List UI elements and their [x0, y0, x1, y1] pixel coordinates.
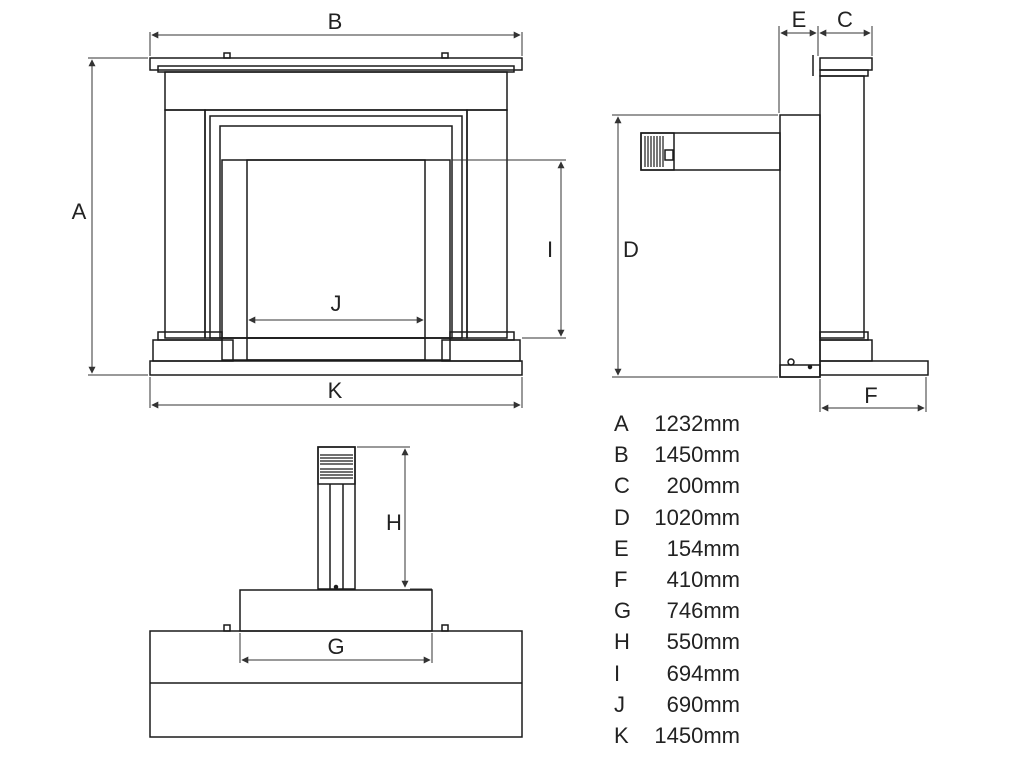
left-pillar	[164, 109, 206, 339]
legend-letter: H	[614, 629, 630, 655]
side-firebox	[779, 114, 821, 378]
side-firebox-knob	[787, 358, 795, 366]
legend-letter: I	[614, 660, 621, 686]
legend-row-b: B 1450mm	[614, 439, 814, 470]
legend-value: 694mm	[666, 660, 740, 686]
label-h: H	[386, 510, 402, 535]
top-mantel	[149, 630, 523, 738]
right-pillar	[466, 109, 508, 339]
legend-row-f: F 410mm	[614, 564, 814, 595]
legend-value: 154mm	[666, 535, 740, 561]
mantel-nib-left	[223, 52, 231, 59]
label-b: B	[328, 9, 343, 34]
legend-value: 550mm	[666, 629, 740, 655]
top-firebox	[239, 589, 433, 632]
legend-row-c: C 200mm	[614, 470, 814, 501]
legend-letter: J	[614, 691, 625, 717]
dimension-legend: A 1232mm B 1450mm C 200mm D 1020mm E 154mm F 4…	[614, 408, 814, 751]
legend-letter: E	[614, 535, 629, 561]
hearth	[149, 360, 523, 376]
mantel-shelf	[149, 57, 523, 71]
legend-letter: G	[614, 598, 632, 624]
right-plinth	[441, 339, 521, 362]
legend-row-j: J 690mm	[614, 689, 814, 720]
side-dimensions	[612, 26, 927, 412]
side-view	[640, 55, 929, 378]
label-f: F	[864, 383, 877, 408]
legend-row-k: K 1450mm	[614, 720, 814, 751]
top-flue-terminal	[317, 446, 356, 485]
side-hearth	[819, 360, 929, 376]
legend-value: 1450mm	[654, 442, 740, 468]
legend-value: 746mm	[666, 598, 740, 624]
legend-row-i: I 694mm	[614, 658, 814, 689]
legend-value: 690mm	[666, 691, 740, 717]
legend-letter: K	[614, 722, 629, 748]
side-flue-grille	[644, 136, 664, 167]
side-plinth	[819, 339, 873, 362]
legend-letter: A	[614, 411, 629, 436]
side-pillar	[819, 75, 865, 339]
legend-row-d: D 1020mm	[614, 502, 814, 533]
top-flue-grille	[320, 454, 353, 479]
legend-value: 200mm	[666, 473, 740, 499]
left-plinth-top	[157, 331, 223, 341]
legend-row-a: A 1232mm	[614, 408, 814, 439]
label-i: I	[547, 237, 553, 262]
right-plinth-top	[449, 331, 515, 341]
top-flue-pipe	[317, 446, 356, 590]
frieze	[164, 71, 508, 111]
label-e: E	[792, 7, 807, 32]
top-dimensions	[239, 446, 433, 664]
legend-value: 1450mm	[654, 722, 740, 748]
label-g: G	[327, 634, 344, 659]
top-view	[149, 446, 523, 738]
legend-row-g: G 746mm	[614, 595, 814, 626]
legend-row-h: H 550mm	[614, 626, 814, 657]
label-a: A	[72, 199, 87, 224]
label-j: J	[331, 291, 342, 316]
legend-value: 410mm	[666, 566, 740, 592]
legend-letter: B	[614, 442, 629, 468]
mantel-lip	[157, 65, 515, 73]
front-view	[149, 52, 523, 376]
mantel-nib-right	[441, 52, 449, 59]
side-mantel-shelf	[819, 57, 873, 71]
side-flue-pipe	[640, 132, 781, 171]
label-d: D	[623, 237, 639, 262]
legend-value: 1020mm	[654, 504, 740, 530]
legend-letter: C	[614, 473, 630, 499]
label-c: C	[837, 7, 853, 32]
legend-value: 1232mm	[654, 411, 740, 436]
fire-opening	[221, 159, 451, 361]
label-k: K	[328, 378, 343, 403]
legend-letter: F	[614, 566, 628, 592]
front-dimensions	[88, 31, 566, 409]
legend-row-e: E 154mm	[614, 533, 814, 564]
fire-inner	[246, 159, 426, 361]
side-flue-terminal	[640, 132, 675, 171]
left-plinth	[152, 339, 234, 362]
legend-letter: D	[614, 504, 630, 530]
